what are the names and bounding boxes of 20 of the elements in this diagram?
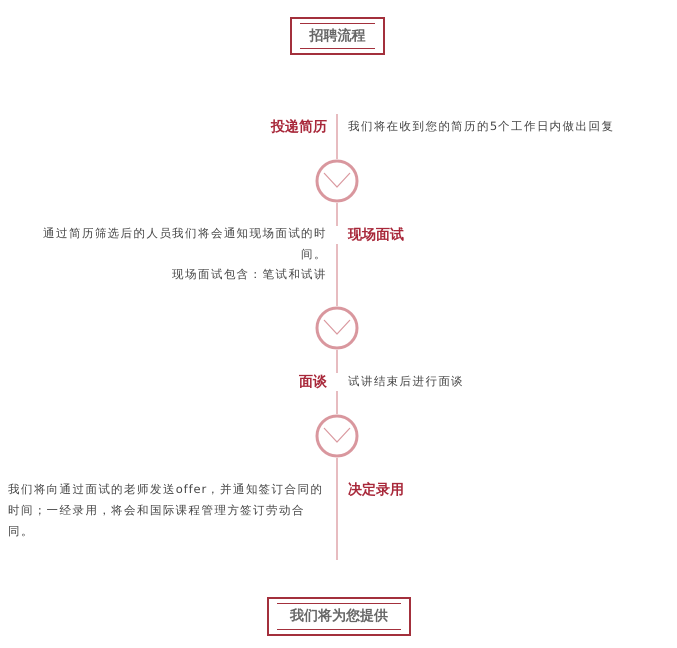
step-description: 我们将向通过面试的老师发送offer，并通知签订合同的时间；一经录用，将会和国际课程管理方签订劳动合同。 xyxy=(8,481,324,540)
connector-line xyxy=(336,391,338,414)
down-chevron-circle-icon xyxy=(315,414,359,458)
step-title: 投递简历 xyxy=(271,118,327,136)
connector-line xyxy=(336,136,338,159)
connector-line xyxy=(336,244,338,306)
step-description: 试讲结束后进行面谈 xyxy=(348,373,466,390)
step-description: 我们将在收到您的简历的5个工作日内做出回复 xyxy=(348,118,616,135)
step-description: 现场面试包含：笔试和试讲 xyxy=(171,266,327,283)
step-description: 通过简历筛选后的人员我们将会通知现场面试的时间。 xyxy=(42,225,327,263)
down-chevron-circle-icon xyxy=(315,306,359,350)
title-heading: 招聘流程 xyxy=(290,17,385,55)
step-title: 现场面试 xyxy=(348,226,404,244)
connector-line xyxy=(336,458,338,481)
step-title: 决定录用 xyxy=(348,481,404,499)
connector-line xyxy=(336,203,338,226)
connector-line xyxy=(336,350,338,373)
section-heading-box: 我们将为您提供 xyxy=(267,597,411,636)
down-chevron-circle-icon xyxy=(315,159,359,203)
step-title: 面谈 xyxy=(299,373,327,391)
